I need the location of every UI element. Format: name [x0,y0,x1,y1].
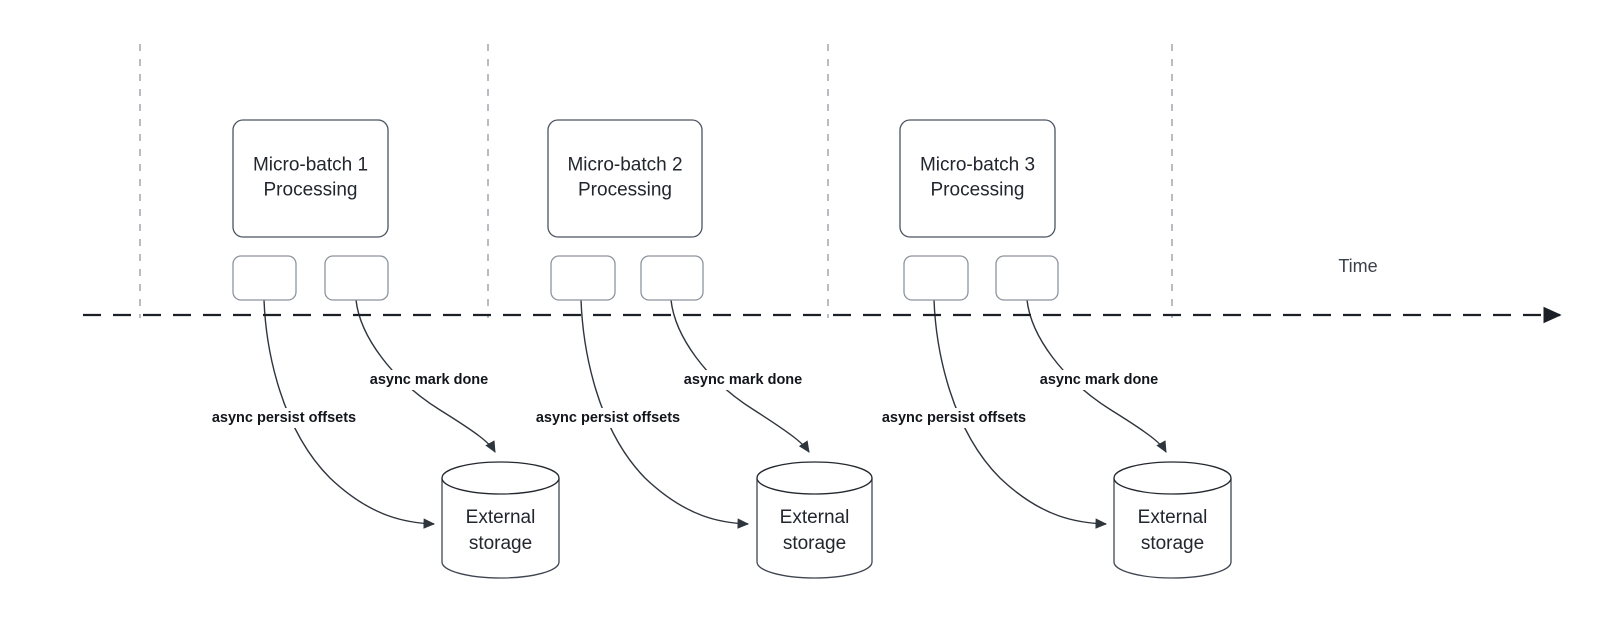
micro-batch-1-task-b[interactable] [324,255,389,301]
micro-batch-1-box[interactable]: Micro-batch 1 Processing [232,119,389,238]
edge-curves [263,299,1167,529]
mark-done-edge-1-label-bg [368,370,490,390]
micro-batch-2-box-line1: Micro-batch 2 [567,155,682,176]
edge-labels: async persist offsets async mark done asyn… [200,370,1160,428]
micro-batch-3-box-line1: Micro-batch 3 [920,155,1035,176]
micro-batch-1-task-a[interactable] [232,255,297,301]
micro-batch-1-box-rect [232,119,389,238]
mark-done-edge-2 [670,299,810,453]
time-axis: Time [83,256,1562,324]
mark-done-edge-2-label-bg [682,370,804,390]
external-storage-1-line2: storage [469,533,532,554]
micro-batch-2-box-line2: Processing [578,180,672,201]
micro-batch-1-box-line2: Processing [264,180,358,201]
external-storage-1-line1: External [466,507,536,528]
persist-offsets-edge-3 [933,299,1108,529]
micro-batch-3-task-b[interactable] [995,255,1059,301]
micro-batch-2-task-a[interactable] [550,255,616,301]
external-storage-3[interactable]: External storage [1113,461,1232,579]
mark-done-edge-1-label: async mark done [370,372,488,388]
external-storage-2-top [756,461,873,495]
external-storage-1-body [441,478,560,579]
persist-offsets-edge-1-label: async persist offsets [212,410,356,426]
external-storage-2-body [756,478,873,579]
micro-batch-3-task-a[interactable] [903,255,969,301]
micro-batch-1-box-line1: Micro-batch 1 [253,155,368,176]
external-storage-1-top [441,461,560,495]
persist-offsets-edge-1-label-bg [200,408,368,428]
persist-offsets-edge-1 [263,299,436,529]
persist-offsets-edge-2-label: async persist offsets [536,410,680,426]
persist-offsets-edge-2 [580,299,750,529]
micro-batch-3-box[interactable]: Micro-batch 3 Processing [899,119,1056,238]
persist-offsets-edge-2-label-bg [524,408,692,428]
external-storage-3-top [1113,461,1232,495]
mark-done-edge-3 [1026,299,1167,453]
time-axis-label: Time [1338,256,1377,276]
micro-batch-3-box-line2: Processing [931,180,1025,201]
external-storage-3-line1: External [1138,507,1208,528]
batch-boundary-guides [139,44,1173,318]
persist-offsets-edge-3-label: async persist offsets [882,410,1026,426]
external-storage-2[interactable]: External storage [756,461,873,579]
external-storage-2-line1: External [780,507,850,528]
micro-batch-2-box[interactable]: Micro-batch 2 Processing [547,119,703,238]
micro-batch-3-box-rect [899,119,1056,238]
external-storage-3-line2: storage [1141,533,1204,554]
micro-batch-2-task-b[interactable] [640,255,704,301]
mark-done-edge-1 [355,299,496,453]
external-storage-2-line2: storage [783,533,846,554]
micro-batch-2-box-rect [547,119,703,238]
mark-done-edge-3-label-bg [1038,370,1160,390]
mark-done-edge-3-label: async mark done [1040,372,1158,388]
external-storage-3-body [1113,478,1232,579]
external-storage-1[interactable]: External storage [441,461,560,579]
mark-done-edge-2-label: async mark done [684,372,802,388]
persist-offsets-edge-3-label-bg [870,408,1038,428]
